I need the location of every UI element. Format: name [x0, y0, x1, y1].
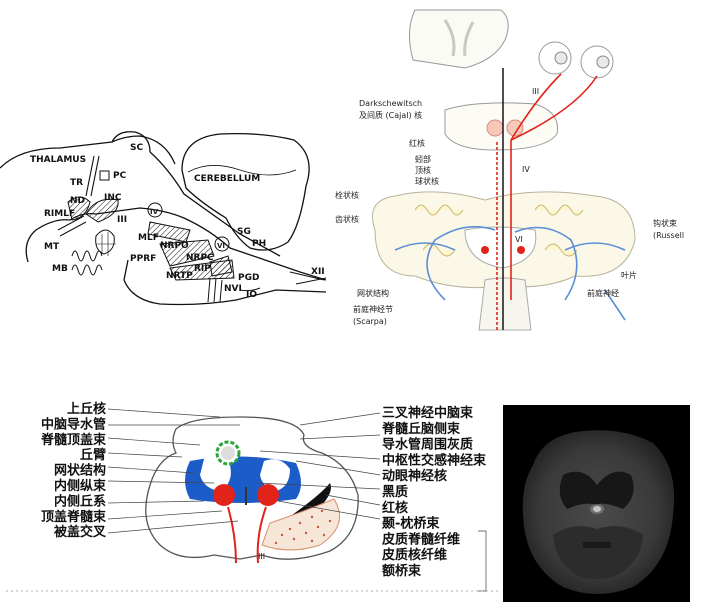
midbrain-right-label-7: 颞-枕桥束	[381, 516, 440, 532]
label-sc: SC	[130, 143, 143, 153]
path-label-darkschewitsch: Darkschewitsch	[359, 99, 422, 108]
midbrain-right-label-8: 皮质脊髓纤维	[381, 531, 460, 547]
label-sg: SG	[237, 227, 251, 237]
label-ph: PH	[252, 239, 266, 249]
path-label-emboliform: 栓状核	[335, 190, 359, 200]
label-nrtp: NRTP	[166, 271, 193, 281]
midbrain-right-label-0: 三叉神经中脑束	[382, 405, 474, 421]
path-label-globose: 球状核	[415, 176, 439, 186]
label-iv: IV	[150, 208, 159, 216]
path-label-flocculus: 叶片	[621, 270, 637, 280]
label-cerebellum: CEREBELLUM	[194, 174, 260, 184]
mri-svg	[503, 405, 690, 602]
midbrain-left-label-3: 丘臂	[80, 447, 106, 463]
midbrain-left-label-6: 内侧丘系	[54, 493, 106, 509]
path-label-russell: (Russell	[653, 231, 684, 240]
vestibular-pathway-illustration: III Darkschewitsch 及间质 (Cajal) 核 红核 蚓部 顶…	[335, 0, 702, 340]
path-label-red-nucleus: 红核	[409, 138, 425, 148]
midbrain-right-label-9: 皮质核纤维	[381, 547, 447, 563]
path-label-vestibular-ganglion: 前庭神经节	[353, 304, 393, 314]
label-nd: ND	[70, 196, 85, 206]
midbrain-cross-section: III 上丘核中脑导水管脊髓顶盖束丘臂网状结构内侧纵束内侧丘系顶盖脊髓束被盖交叉…	[0, 395, 505, 613]
label-io: IO	[246, 290, 257, 300]
label-inc: INC	[104, 193, 122, 203]
iv-circle	[147, 202, 163, 218]
label-vi: VI	[217, 242, 225, 250]
label-nvi: NVI	[224, 284, 242, 294]
midbrain-right-label-1: 脊髓丘脑侧束	[381, 421, 461, 437]
path-label-vermis: 蚓部	[415, 154, 431, 164]
path-label-uncinate: 钩状束	[653, 218, 677, 228]
path-label-reticular: 网状结构	[357, 288, 389, 298]
sagittal-svg: THALAMUS SC PC TR ND INC RIMLF III IV CE…	[0, 131, 327, 306]
label-mt: MT	[44, 242, 60, 252]
label-thalamus: THALAMUS	[30, 155, 86, 165]
label-xii: XII	[311, 267, 325, 277]
midbrain-left-label-4: 网状结构	[54, 463, 106, 479]
label-rip: RIP	[194, 264, 211, 274]
label-mlf: MLF	[138, 233, 159, 243]
label-nrpc: NRPC	[186, 253, 214, 263]
midbrain-left-label-5: 内侧纵束	[54, 478, 107, 494]
midbrain-label-iii: III	[258, 552, 265, 561]
label-pprf: PPRF	[130, 254, 156, 264]
path-label-scarpa: (Scarpa)	[353, 317, 387, 326]
label-mb: MB	[52, 264, 68, 274]
pc-box	[99, 170, 110, 181]
label-tr: TR	[70, 178, 83, 188]
label-iii: III	[117, 215, 127, 225]
path-label-fastigial: 顶核	[415, 165, 431, 175]
path-label-iv: IV	[522, 165, 530, 174]
label-pgd: PGD	[238, 273, 259, 283]
midbrain-right-label-4: 动眼神经核	[382, 468, 447, 484]
path-label-dentate: 齿状核	[335, 214, 359, 224]
mri-image	[503, 405, 690, 602]
label-nrpo: NRPO	[160, 241, 189, 251]
path-label-interstitial: 及间质 (Cajal) 核	[359, 110, 422, 120]
midbrain-svg: III 上丘核中脑导水管脊髓顶盖束丘臂网状结构内侧纵束内侧丘系顶盖脊髓束被盖交叉…	[6, 401, 500, 592]
midbrain-left-label-0: 上丘核	[67, 401, 106, 417]
midbrain-left-label-2: 脊髓顶盖束	[40, 432, 107, 448]
path-label-vi: VI	[515, 235, 523, 244]
sagittal-brainstem-diagram: THALAMUS SC PC TR ND INC RIMLF III IV CE…	[0, 130, 330, 330]
midbrain-left-label-8: 被盖交叉	[53, 524, 107, 540]
midbrain-right-label-10: 额桥束	[382, 563, 422, 579]
midbrain-right-label-3: 中枢性交感神经束	[382, 452, 487, 468]
midbrain-left-label-1: 中脑导水管	[41, 416, 106, 432]
midbrain-right-label-2: 导水管周围灰质	[382, 437, 473, 453]
midbrain-right-labels: 三叉神经中脑束脊髓丘脑侧束导水管周围灰质中枢性交感神经束动眼神经核黑质红核颞-枕…	[381, 405, 487, 579]
midbrain-right-label-5: 黑质	[382, 484, 408, 500]
label-pc: PC	[113, 171, 127, 181]
midbrain-right-label-6: 红核	[382, 500, 408, 516]
pathway-svg: III Darkschewitsch 及间质 (Cajal) 核 红核 蚓部 顶…	[335, 9, 684, 331]
path-label-iii: III	[532, 87, 539, 96]
path-label-vestibular-nerve: 前庭神经	[587, 288, 619, 298]
label-rimlf: RIMLF	[44, 209, 75, 219]
midbrain-left-label-7: 顶盖脊髓束	[41, 509, 107, 525]
